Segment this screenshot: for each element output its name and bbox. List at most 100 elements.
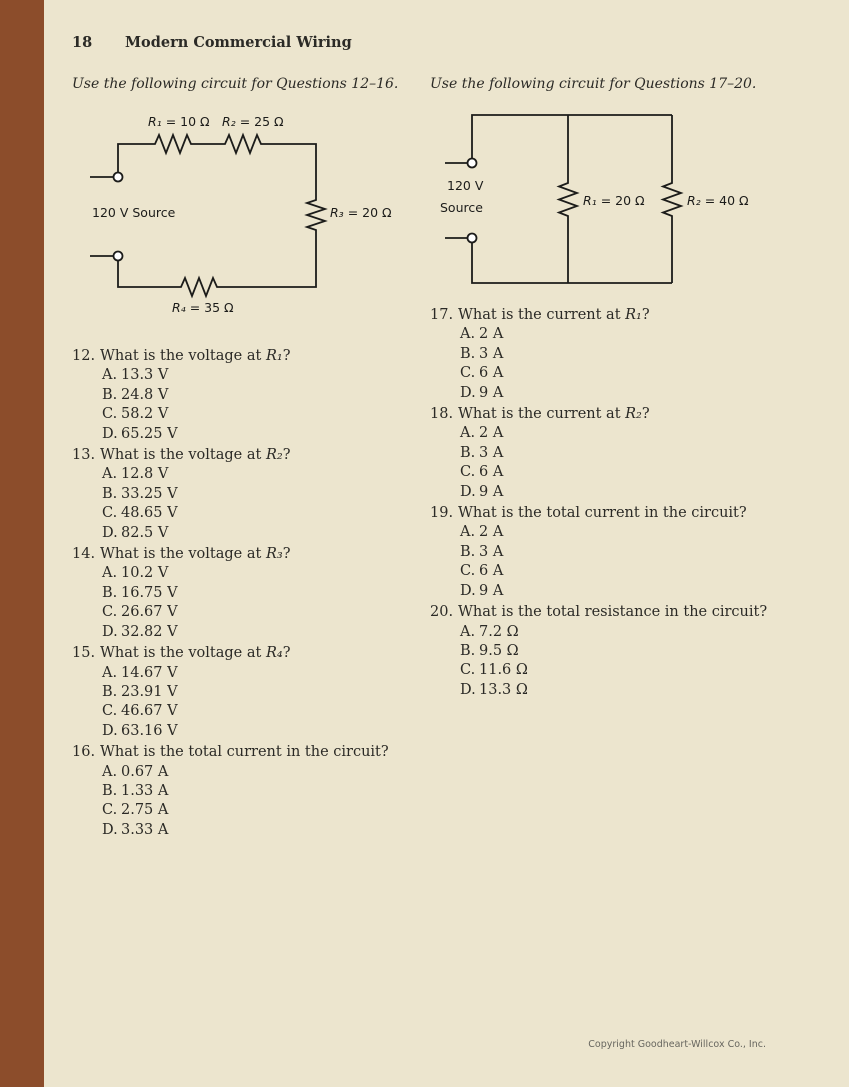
option-text: 3 A [479,543,504,560]
option-text: 2.75 A [121,802,169,819]
option-letter: D. [102,821,118,838]
option-line: D.82.5 V [72,524,472,543]
option-line: A.14.67 V [72,664,472,683]
resistor-r1-label: R₁= 10 Ω [148,114,210,129]
option-text: 65.25 V [121,425,178,442]
option-letter: D. [102,722,118,739]
option-line: C.11.6 Ω [430,661,830,680]
questions-12-16: 12.What is the voltage at R₁? A.13.3 V B… [72,347,472,840]
option-letter: B. [460,543,476,560]
option-letter: C. [102,604,118,621]
option-line: A.0.67 A [72,763,472,782]
questions-17-20: 17.What is the current at R₁? A.2 A B.3 … [430,306,830,700]
option-line: D.3.33 A [72,821,472,840]
option-letter: A. [460,623,476,640]
option-letter: A. [460,326,476,343]
option-letter: A. [102,664,118,681]
option-text: 9 A [479,582,504,599]
option-text: 2 A [479,326,504,343]
question-text: What is the voltage at R₁? [100,348,291,364]
option-line: C.26.67 V [72,603,472,622]
question-number: 13. [72,447,96,464]
option-letter: B. [102,683,118,700]
option-text: 9 A [479,483,504,500]
option-text: 63.16 V [121,722,178,739]
option-letter: D. [460,681,476,698]
option-letter: D. [460,384,476,401]
option-text: 13.3 Ω [479,681,528,698]
voltage-source-label-line1: 120 V [447,178,484,193]
option-line: B.3 A [430,345,830,364]
option-letter: B. [102,386,118,403]
circuit-wires-and-resistors [117,132,328,299]
option-letter: C. [460,662,476,679]
option-line: B.3 A [430,444,830,463]
option-text: 11.6 Ω [479,662,528,679]
question-text: What is the total current in the circuit… [458,505,747,522]
resistor-r1-label: R₁= 20 Ω [583,193,645,208]
source-terminal-top [466,157,478,169]
option-text: 3.33 A [121,821,169,838]
option-line: B.23.91 V [72,683,472,702]
option-letter: B. [460,642,476,659]
option-line: B.16.75 V [72,584,472,603]
question-number: 19. [430,505,454,522]
option-text: 16.75 V [121,584,178,601]
instruction-questions-12-16: Use the following circuit for Questions … [72,76,399,92]
option-letter: C. [460,563,476,580]
option-text: 6 A [479,464,504,481]
question-number: 17. [430,307,454,323]
option-line: D.13.3 Ω [430,681,830,700]
option-text: 33.25 V [121,485,178,502]
option-line: C.6 A [430,364,830,383]
option-letter: A. [460,425,476,442]
question-number: 12. [72,348,96,364]
option-text: 1.33 A [121,782,169,799]
question-19: 19.What is the total current in the circ… [430,504,830,601]
option-line: D.9 A [430,483,830,502]
option-letter: C. [102,505,118,522]
question-number: 20. [430,604,454,621]
option-text: 23.91 V [121,683,178,700]
option-line: B.24.8 V [72,386,472,405]
question-18: 18.What is the current at R₂? A.2 A B.3 … [430,405,830,502]
option-letter: D. [102,623,118,640]
option-letter: D. [102,425,118,442]
question-line: 17.What is the current at R₁? [430,306,830,325]
question-13: 13.What is the voltage at R₂? A.12.8 V B… [72,446,472,543]
resistor-r1-branch [556,115,580,283]
question-number: 16. [72,744,96,761]
option-letter: C. [460,464,476,481]
option-line: B.33.25 V [72,485,472,504]
question-number: 18. [430,406,454,423]
option-letter: C. [102,406,118,423]
question-text: What is the voltage at R₂? [100,447,291,464]
question-text: What is the total resistance in the circ… [458,604,768,621]
option-letter: B. [102,584,118,601]
option-line: D.32.82 V [72,623,472,642]
question-14: 14.What is the voltage at R₃? A.10.2 V B… [72,545,472,642]
option-text: 58.2 V [121,406,169,423]
source-terminal-bottom [112,250,124,262]
option-text: 9.5 Ω [479,642,519,659]
question-text: What is the voltage at R₄? [100,645,291,662]
option-line: C.58.2 V [72,405,472,424]
question-12: 12.What is the voltage at R₁? A.13.3 V B… [72,347,472,444]
option-text: 6 A [479,365,504,382]
option-line: D.63.16 V [72,722,472,741]
option-letter: D. [460,582,476,599]
voltage-source-label-line2: Source [440,200,483,215]
option-text: 13.3 V [121,367,169,384]
option-text: 2 A [479,425,504,442]
option-line: A.13.3 V [72,366,472,385]
option-text: 3 A [479,345,504,362]
option-text: 3 A [479,444,504,461]
option-letter: A. [460,524,476,541]
option-text: 6 A [479,563,504,580]
option-line: D.65.25 V [72,425,472,444]
option-text: 7.2 Ω [479,623,519,640]
option-letter: A. [102,367,118,384]
page-number: 18 [72,34,93,51]
question-line: 19.What is the total current in the circ… [430,504,830,523]
option-line: B.3 A [430,543,830,562]
